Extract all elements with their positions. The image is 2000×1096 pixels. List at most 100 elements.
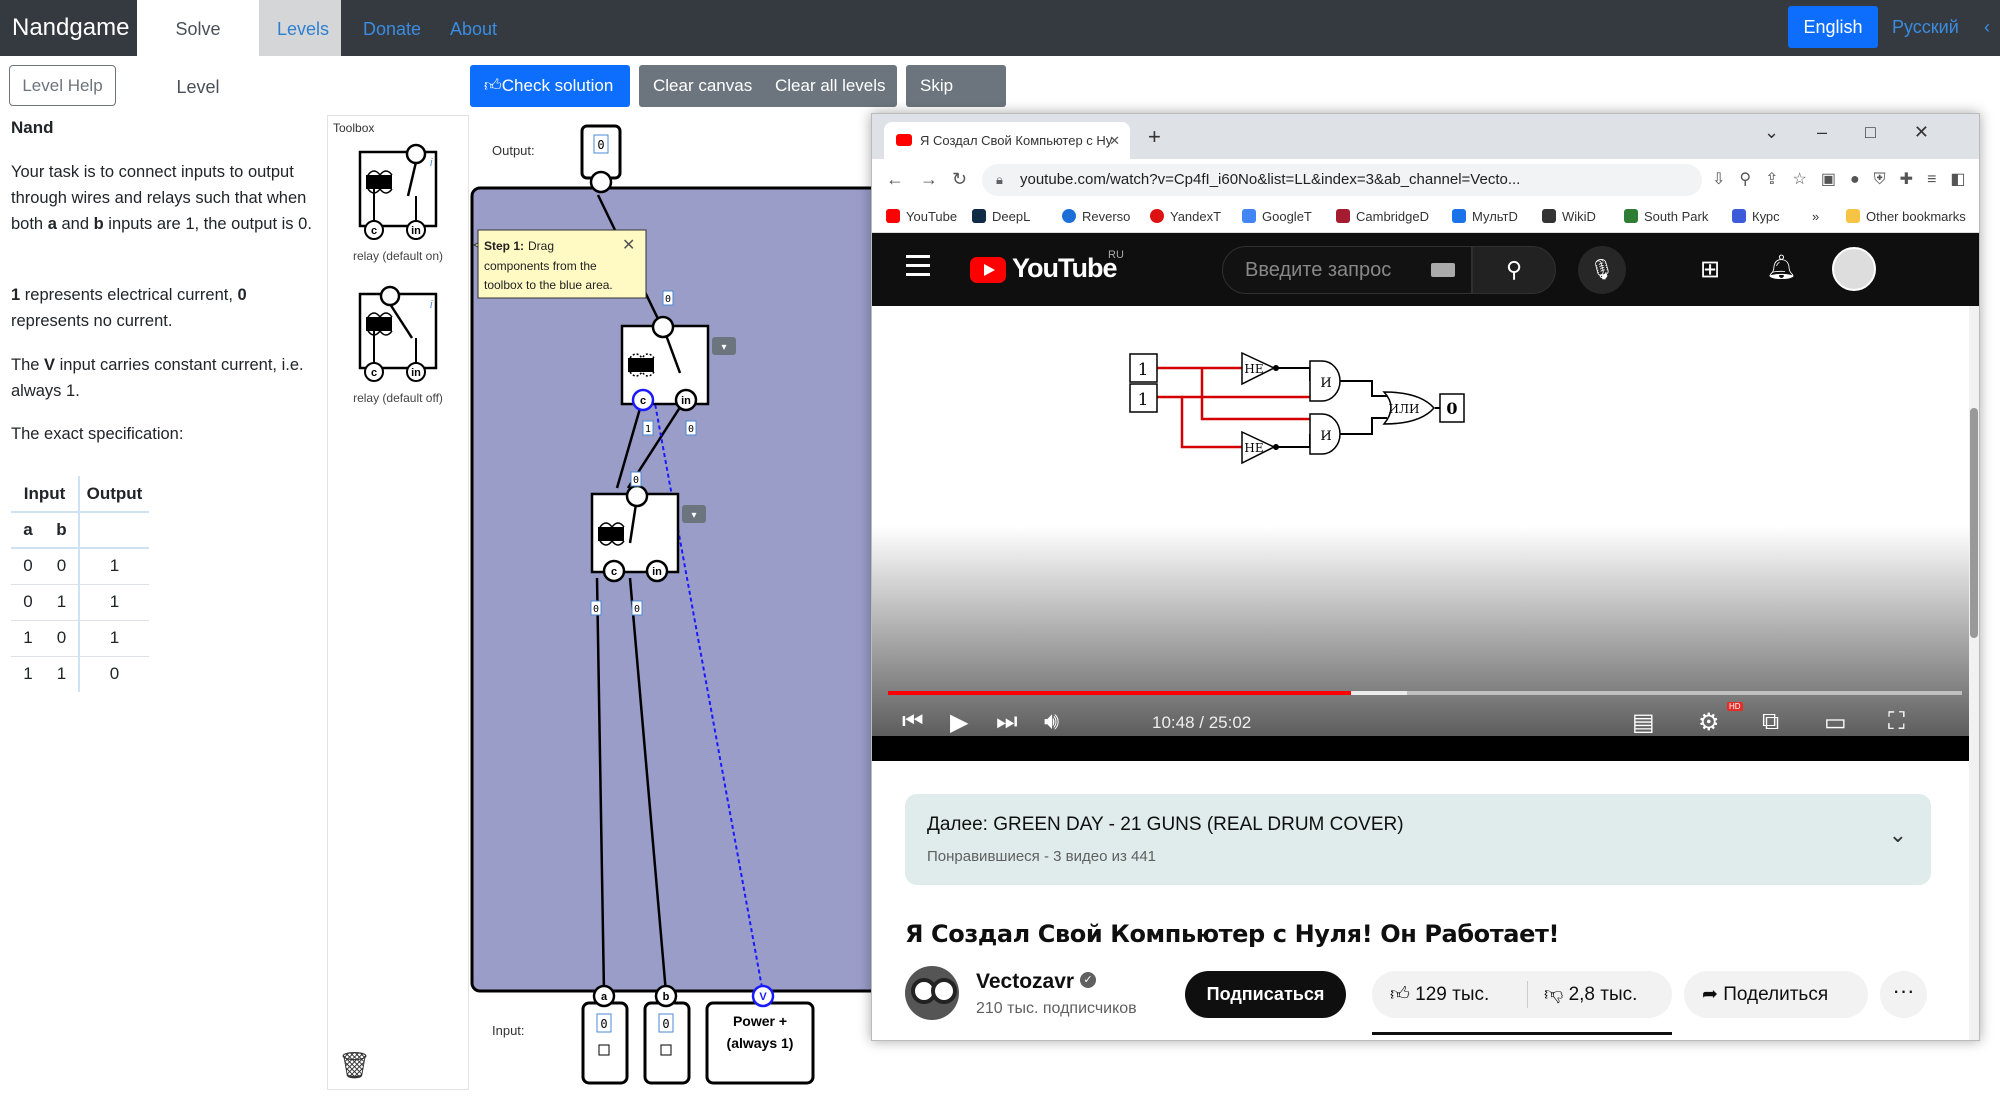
toolbox-relay-default-off[interactable]: c in i relay (default off) bbox=[338, 284, 458, 405]
scrollbar-thumb[interactable] bbox=[1970, 408, 1978, 638]
tab-about[interactable]: About bbox=[450, 19, 498, 39]
diagram-input-1: 1 bbox=[1138, 360, 1149, 380]
bookmark-other[interactable]: Other bookmarks bbox=[1846, 209, 1966, 224]
circuit-canvas[interactable]: Output: Input: 0 Step 1:Drag components … bbox=[470, 115, 890, 1090]
window-controls[interactable]: ⌄–□✕ bbox=[1763, 122, 1967, 142]
output-pin[interactable] bbox=[589, 170, 613, 194]
clear-button-group: Clear canvas Clear all levels bbox=[639, 65, 897, 107]
settings-gear-icon[interactable]: ⚙︎ bbox=[1698, 709, 1720, 736]
relay-upper[interactable]: c in ▾ bbox=[620, 315, 736, 412]
tab-donate[interactable]: Donate bbox=[363, 19, 422, 39]
reload-icon[interactable]: ↻ bbox=[952, 169, 968, 189]
clear-canvas-button[interactable]: Clear canvas bbox=[653, 76, 753, 95]
extension-icons[interactable]: ⇩⚲⇪☆▣●⛨✚≡◧◯⋮ bbox=[1712, 171, 1980, 188]
channel-name[interactable]: Vectozavr bbox=[976, 970, 1075, 993]
svg-text:Step 1:Drag: Step 1:Drag bbox=[484, 239, 554, 253]
keyboard-icon[interactable] bbox=[1431, 263, 1455, 277]
deepl-icon bbox=[972, 209, 986, 223]
brand-logo[interactable]: Nandgame bbox=[12, 14, 130, 41]
chevron-down-icon[interactable]: ⌄ bbox=[1888, 822, 1907, 847]
trash-icon[interactable]: 🗑 bbox=[338, 1050, 372, 1080]
skip-level-button[interactable]: Skip level bbox=[906, 65, 1006, 137]
bookmark-deepl[interactable]: DeepL bbox=[972, 209, 1030, 224]
yandex-icon bbox=[1150, 209, 1164, 223]
youtube-play-logo-icon bbox=[970, 257, 1006, 283]
svg-text:0: 0 bbox=[593, 604, 599, 615]
subtitles-icon[interactable]: ▤ bbox=[1632, 709, 1655, 736]
notifications-bell-icon[interactable]: 🔔︎ bbox=[1766, 254, 1797, 281]
language-russian-link[interactable]: Русский bbox=[1892, 17, 1959, 37]
play-icon[interactable]: ▶︎ bbox=[950, 709, 969, 736]
relay-menu-chevron-icon[interactable] bbox=[682, 505, 706, 523]
video-frame-logic-diagram: 1 1 НЕ НЕ И И ИЛИ 0 bbox=[1129, 351, 1465, 465]
forward-arrow-icon[interactable]: → bbox=[920, 169, 938, 189]
svg-text:0: 0 bbox=[662, 1017, 669, 1031]
subscribe-button[interactable]: Подписаться bbox=[1185, 971, 1346, 1018]
up-next-panel[interactable]: Далее: GREEN DAY - 21 GUNS (REAL DRUM CO… bbox=[905, 794, 1931, 885]
page-scrollbar[interactable] bbox=[1969, 306, 1979, 1040]
youtube-icon bbox=[886, 209, 900, 223]
language-more-link[interactable]: ‹ bbox=[1984, 17, 1990, 37]
relay-lower[interactable]: c in ▾ bbox=[590, 484, 706, 583]
progress-bar[interactable] bbox=[888, 691, 1962, 695]
theater-mode-icon[interactable]: ▭ bbox=[1824, 709, 1847, 736]
truth-head-input: Input bbox=[11, 476, 79, 513]
bookmark-wikid[interactable]: WikiD bbox=[1542, 209, 1596, 224]
bookmark-south-park[interactable]: South Park bbox=[1624, 209, 1708, 224]
bookmark-multd[interactable]: МультD bbox=[1452, 209, 1518, 224]
svg-text:0: 0 bbox=[688, 424, 694, 435]
clear-all-levels-button[interactable]: Clear all levels bbox=[775, 76, 886, 95]
svg-text:components from the: components from the bbox=[484, 259, 597, 273]
bookmark-reverso[interactable]: Reverso bbox=[1062, 209, 1130, 224]
bookmark-cambridged[interactable]: CambridgeD bbox=[1336, 209, 1429, 224]
svg-text:toolbox to the blue area.: toolbox to the blue area. bbox=[484, 278, 613, 292]
check-solution-button[interactable]: 👍︎Check solution bbox=[470, 65, 630, 107]
back-arrow-icon[interactable]: ← bbox=[886, 169, 904, 189]
tab-solve-level[interactable]: Solve Level bbox=[137, 0, 259, 97]
tab-levels[interactable]: Levels bbox=[259, 0, 341, 56]
canvas-blue-area[interactable] bbox=[470, 186, 890, 993]
tab-close-icon[interactable]: ✕ bbox=[1109, 133, 1120, 148]
input-power-v[interactable]: V Power + (always 1) bbox=[705, 984, 815, 1085]
volume-icon[interactable]: 🔊︎ bbox=[1044, 708, 1060, 735]
browser-tabstrip: Я Создал Свой Компьютер с Ну ✕ + ⌄–□✕ bbox=[872, 114, 1979, 159]
bookmark-kurs[interactable]: Курс bbox=[1732, 209, 1780, 224]
bookmarks-overflow-button[interactable]: » bbox=[1812, 209, 1820, 224]
new-tab-icon[interactable]: + bbox=[1148, 124, 1161, 149]
url-input[interactable]: 🔒︎ youtube.com/watch?v=Cp4fI_i60No&list=… bbox=[982, 164, 1702, 196]
previous-icon[interactable]: ⏮︎ bbox=[902, 708, 924, 735]
next-icon[interactable]: ⏭︎ bbox=[996, 708, 1018, 735]
video-player[interactable]: 1 1 НЕ НЕ И И ИЛИ 0 ⏮︎ ▶︎ ⏭︎ 🔊︎ 10: bbox=[872, 306, 1979, 761]
fullscreen-icon[interactable]: ⛶ bbox=[1888, 708, 1905, 735]
browser-tab-active[interactable]: Я Создал Свой Компьютер с Ну ✕ bbox=[884, 122, 1130, 159]
bookmark-googlet[interactable]: GoogleT bbox=[1242, 209, 1312, 224]
svg-text:in: in bbox=[411, 367, 421, 379]
share-button[interactable]: ➦ Поделиться bbox=[1684, 971, 1868, 1018]
like-button[interactable]: 👍︎ 129 тыс. bbox=[1390, 984, 1490, 1005]
input-b[interactable]: b 0 bbox=[643, 984, 691, 1085]
cambridge-icon bbox=[1336, 209, 1350, 223]
diagram-and-gate-1: И bbox=[1320, 376, 1331, 391]
hamburger-menu-icon[interactable] bbox=[906, 255, 930, 282]
search-icon[interactable]: ⚲ bbox=[1472, 246, 1556, 294]
input-b-checkbox[interactable] bbox=[660, 1044, 672, 1056]
more-actions-button[interactable]: ··· bbox=[1880, 971, 1927, 1018]
bookmark-yandext[interactable]: YandexT bbox=[1150, 209, 1221, 224]
avatar[interactable] bbox=[1832, 247, 1876, 291]
wiki-icon bbox=[1542, 209, 1556, 223]
channel-avatar[interactable] bbox=[905, 966, 959, 1020]
relay-menu-chevron-icon[interactable] bbox=[712, 337, 736, 355]
level-help-button[interactable]: Level Help bbox=[9, 65, 116, 106]
dislike-button[interactable]: 👎︎ 2,8 тыс. bbox=[1544, 984, 1638, 1005]
tooltip-close-icon[interactable]: ✕ bbox=[622, 237, 635, 254]
input-a-checkbox[interactable] bbox=[598, 1044, 610, 1056]
microphone-icon[interactable]: 🎙︎ bbox=[1578, 246, 1626, 294]
bookmark-youtube[interactable]: YouTube bbox=[886, 209, 957, 224]
input-a[interactable]: a 0 bbox=[581, 984, 629, 1085]
youtube-search-input[interactable]: Введите запрос bbox=[1222, 246, 1472, 294]
create-video-icon[interactable]: ⊞ bbox=[1700, 256, 1721, 283]
toolbox-relay-default-on[interactable]: c in i relay (default on) bbox=[338, 142, 458, 263]
miniplayer-icon[interactable]: ⧉ bbox=[1762, 708, 1780, 735]
language-english-button[interactable]: English bbox=[1788, 6, 1878, 48]
